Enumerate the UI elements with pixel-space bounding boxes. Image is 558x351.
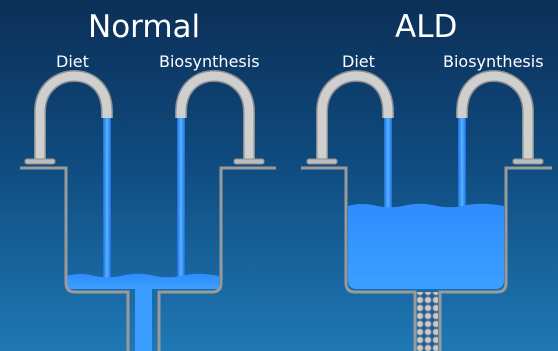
normal-drain-flow (135, 288, 152, 351)
normal-biosynthesis-stream (177, 118, 185, 278)
ald-panel (301, 76, 552, 351)
ald-water-fill (348, 204, 504, 289)
normal-title: Normal (88, 12, 200, 43)
normal-biosynthesis-faucet-icon (181, 76, 264, 164)
normal-biosynthesis-label: Biosynthesis (159, 54, 260, 70)
normal-diet-stream (103, 118, 111, 278)
ald-biosynthesis-stream (458, 118, 466, 208)
ald-title: ALD (395, 12, 457, 43)
ald-biosynthesis-label: Biosynthesis (443, 54, 544, 70)
normal-panel (20, 76, 276, 351)
ald-blocked-drain (417, 292, 438, 351)
ald-diet-stream (384, 118, 392, 208)
ald-diet-label: Diet (342, 54, 375, 70)
ald-diet-faucet-icon (307, 76, 388, 164)
normal-diet-label: Diet (56, 54, 89, 70)
normal-water-pool (66, 274, 219, 289)
ald-biosynthesis-faucet-icon (462, 76, 543, 164)
normal-diet-faucet-icon (25, 76, 107, 164)
